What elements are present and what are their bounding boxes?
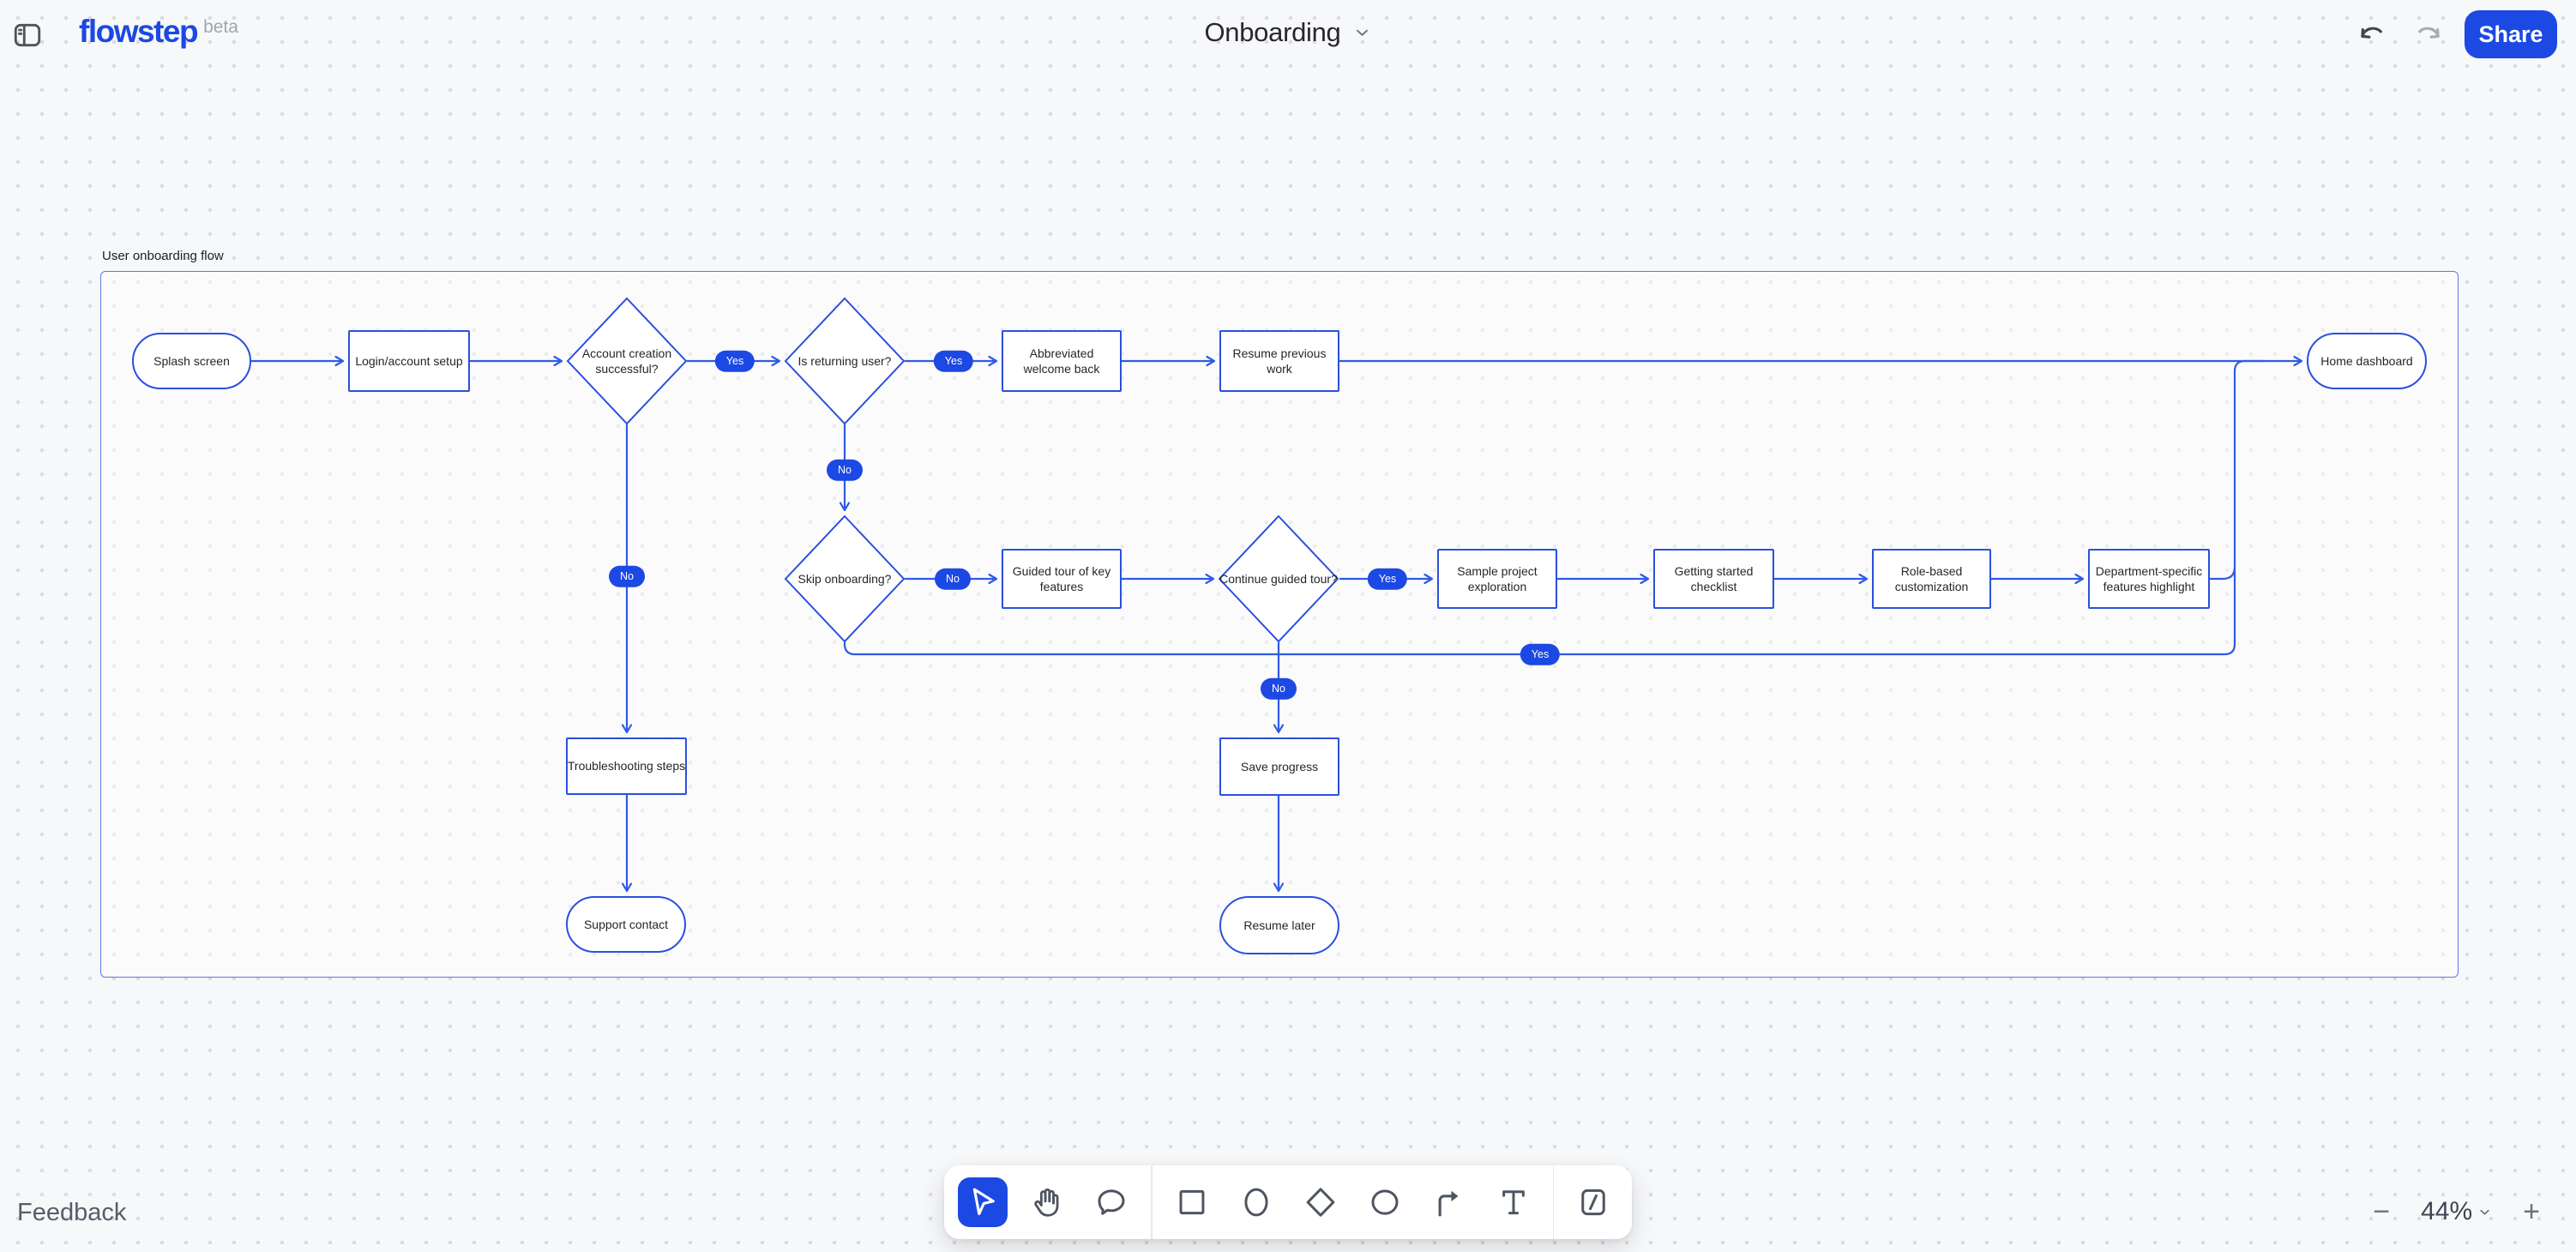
edge-label-skip-no[interactable]: No	[935, 568, 971, 590]
connector-icon	[1438, 1190, 1458, 1217]
toolbar-divider	[1151, 1165, 1153, 1239]
node-account-creation-successful[interactable]: Account creation successful?	[566, 297, 688, 425]
edge-label-skip-yes[interactable]: Yes	[1520, 643, 1561, 665]
rectangle-icon	[1179, 1189, 1204, 1215]
comment-bubble-icon	[1098, 1189, 1125, 1215]
tool-select[interactable]	[958, 1177, 1008, 1227]
cursor-icon	[972, 1188, 995, 1216]
ellipse-icon	[1243, 1188, 1268, 1217]
diamond-icon	[1306, 1188, 1334, 1217]
node-department-specific[interactable]: Department-specific features highlight	[2088, 549, 2210, 609]
frame-icon	[1581, 1189, 1605, 1216]
diamond-shape	[784, 297, 906, 425]
node-resume-previous-work[interactable]: Resume previous work	[1219, 330, 1339, 392]
edge-label-account-yes[interactable]: Yes	[714, 350, 755, 372]
edge-label-account-no[interactable]: No	[609, 565, 645, 587]
diamond-shape	[566, 297, 688, 425]
zoom-controls: − 44% +	[2373, 1197, 2540, 1226]
zoom-in-button[interactable]: +	[2523, 1195, 2540, 1228]
node-resume-later[interactable]: Resume later	[1219, 896, 1339, 954]
tool-frame[interactable]	[1568, 1177, 1618, 1227]
chevron-down-icon	[2480, 1209, 2489, 1214]
edge-label-continue-no[interactable]: No	[1261, 677, 1297, 700]
node-home-dashboard[interactable]: Home dashboard	[2307, 333, 2427, 389]
node-role-based[interactable]: Role-based customization	[1872, 549, 1991, 609]
logo-wordmark: flowstep	[79, 14, 199, 49]
share-button[interactable]: Share	[2465, 10, 2557, 58]
tool-ellipse[interactable]	[1231, 1177, 1281, 1227]
tool-rectangle[interactable]	[1167, 1177, 1217, 1227]
tool-diamond[interactable]	[1296, 1177, 1345, 1227]
beta-badge: beta	[203, 17, 238, 37]
tool-connector[interactable]	[1424, 1177, 1474, 1227]
zoom-level-menu[interactable]: 44%	[2421, 1197, 2492, 1226]
node-is-returning-user[interactable]: Is returning user?	[784, 297, 906, 425]
tool-comment[interactable]	[1086, 1177, 1136, 1227]
node-abbreviated-welcome[interactable]: Abbreviated welcome back	[1002, 330, 1122, 392]
node-continue-guided-tour[interactable]: Continue guided tour?	[1218, 515, 1339, 643]
node-support-contact[interactable]: Support contact	[566, 896, 686, 953]
node-save-progress[interactable]: Save progress	[1219, 737, 1339, 796]
document-title: Onboarding	[1204, 17, 1341, 47]
frame-title[interactable]: User onboarding flow	[102, 249, 224, 263]
hand-icon	[1034, 1188, 1059, 1217]
edge-label-returning-yes[interactable]: Yes	[933, 350, 974, 372]
node-getting-started[interactable]: Getting started checklist	[1653, 549, 1774, 609]
document-title-menu[interactable]: Onboarding	[1204, 17, 1371, 48]
text-icon	[1502, 1190, 1525, 1215]
redo-icon	[2418, 27, 2440, 39]
redo-button[interactable]	[2411, 17, 2446, 51]
tool-text[interactable]	[1489, 1177, 1538, 1227]
node-login-account-setup[interactable]: Login/account setup	[348, 330, 470, 392]
node-skip-onboarding[interactable]: Skip onboarding?	[784, 515, 906, 643]
node-troubleshooting-steps[interactable]: Troubleshooting steps	[566, 737, 687, 795]
edge-label-continue-yes[interactable]: Yes	[1367, 568, 1408, 590]
zoom-out-button[interactable]: −	[2373, 1195, 2391, 1228]
shape-toolbar	[944, 1165, 1632, 1239]
feedback-button[interactable]: Feedback	[17, 1199, 127, 1226]
diamond-shape	[784, 515, 906, 643]
chevron-down-icon	[1357, 29, 1368, 36]
circle-icon	[1371, 1189, 1398, 1215]
panel-left-icon	[14, 23, 41, 47]
node-guided-tour[interactable]: Guided tour of key features	[1002, 549, 1122, 609]
toolbar-divider	[1552, 1165, 1554, 1239]
zoom-level-value: 44%	[2421, 1197, 2473, 1225]
undo-button[interactable]	[2355, 17, 2389, 51]
node-splash-screen[interactable]: Splash screen	[132, 333, 251, 389]
node-sample-project[interactable]: Sample project exploration	[1437, 549, 1557, 609]
edge-label-returning-no[interactable]: No	[827, 459, 863, 481]
tool-circle[interactable]	[1360, 1177, 1410, 1227]
diamond-shape	[1218, 515, 1339, 643]
sidebar-toggle-button[interactable]	[9, 16, 46, 54]
tool-hand[interactable]	[1022, 1177, 1072, 1227]
undo-icon	[2361, 27, 2382, 39]
app-logo[interactable]: flowstep beta	[79, 15, 238, 47]
